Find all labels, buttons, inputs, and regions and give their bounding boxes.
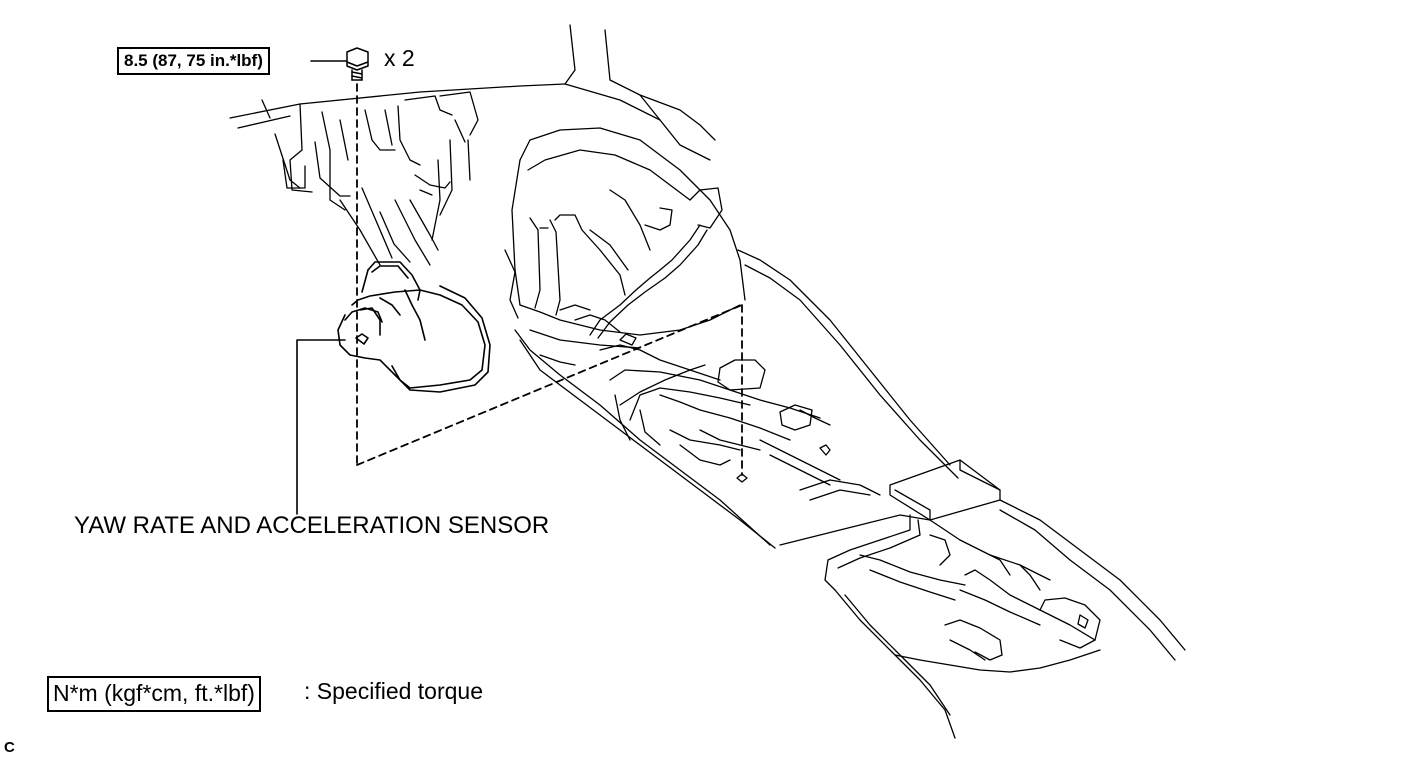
bolt-quantity-label: x 2 <box>384 45 415 71</box>
rear-floor <box>779 459 1186 739</box>
legend-description: : Specified torque <box>304 678 484 704</box>
dashed-guides <box>356 83 743 476</box>
leader-lines <box>296 60 347 515</box>
legend-unit-box: N*m (kgf*cm, ft.*lbf) <box>47 676 261 712</box>
mount-hole <box>736 473 748 483</box>
torque-spec-box: 8.5 (87, 75 in.*lbf) <box>117 47 270 75</box>
corner-code-label: C <box>4 739 15 756</box>
bolt-icon <box>346 47 369 81</box>
console-tunnel <box>504 127 959 549</box>
sensor-body <box>337 261 491 393</box>
part-name-label: YAW RATE AND ACCELERATION SENSOR <box>74 512 550 539</box>
dash-structure <box>229 24 716 266</box>
